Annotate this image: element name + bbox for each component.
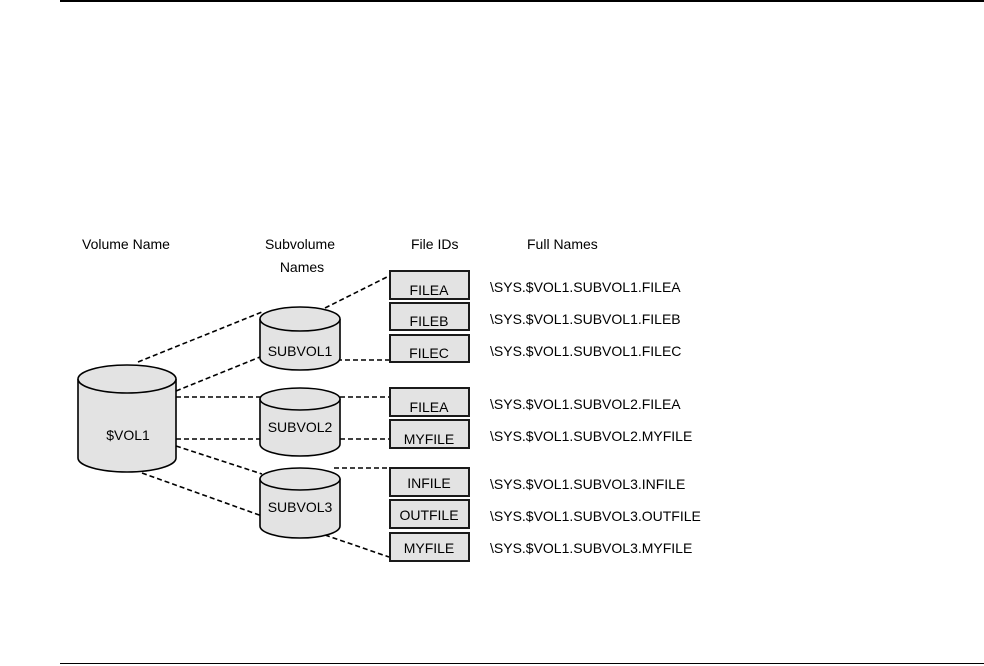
file-box: FILEA: [389, 270, 470, 300]
top-rule: [60, 0, 984, 2]
subvolume-cylinder-top: [259, 306, 341, 332]
connectors: [137, 275, 390, 558]
full-name: \SYS.$VOL1.SUBVOL1.FILEC: [490, 343, 681, 359]
file-box-rect: [389, 302, 470, 331]
full-name: \SYS.$VOL1.SUBVOL1.FILEA: [490, 279, 681, 295]
subvolume-name-label: SUBVOL1: [268, 343, 333, 359]
file-box: FILEB: [389, 302, 470, 331]
subvolume-cylinder-top: [259, 387, 341, 411]
header-file-ids: File IDs: [411, 236, 458, 252]
file-box-rect: [389, 499, 470, 529]
file-id-label: FILEB: [410, 313, 449, 329]
file-box: FILEC: [389, 334, 470, 363]
file-box: MYFILE: [389, 419, 470, 449]
full-name: \SYS.$VOL1.SUBVOL2.MYFILE: [490, 428, 692, 444]
file-id-label: FILEA: [410, 399, 450, 415]
full-name: \SYS.$VOL1.SUBVOL1.FILEB: [490, 311, 681, 327]
volume-cylinder-body: [77, 379, 177, 473]
subvolume-cylinder-body: [259, 319, 341, 371]
header-subvolume-names-line2: Names: [280, 259, 324, 275]
file-id-label: INFILE: [407, 475, 451, 491]
full-name: \SYS.$VOL1.SUBVOL2.FILEA: [490, 396, 681, 412]
volume-name-label: $VOL1: [106, 427, 150, 443]
file-box: OUTFILE: [389, 499, 470, 529]
connector-vol1-subvol3-bottom: [141, 472, 263, 517]
full-name: \SYS.$VOL1.SUBVOL3.INFILE: [490, 476, 685, 492]
file-id-label: FILEA: [410, 282, 450, 298]
file-box-rect: [389, 467, 470, 497]
header-volume-name: Volume Name: [82, 236, 170, 252]
file-box-rect: [389, 270, 470, 300]
connector-subvol1-filea: [324, 275, 390, 309]
file-box: INFILE: [389, 467, 470, 497]
file-id-label: FILEC: [409, 345, 449, 361]
file-box: FILEA: [389, 387, 470, 417]
subvolume-cylinder-3: SUBVOL3: [259, 467, 341, 539]
subvolume-cylinder-body: [259, 399, 341, 457]
file-box-rect: [389, 532, 470, 562]
subvolume-cylinder-1: SUBVOL1: [259, 306, 341, 371]
file-box-rect: [389, 387, 470, 417]
connector-subvol3-myfile: [324, 534, 390, 558]
file-box-rect: [389, 334, 470, 363]
connector-vol1-subvol3-top: [175, 445, 263, 475]
subvolume-cylinder-body: [259, 479, 341, 539]
subvolume-name-label: SUBVOL2: [268, 419, 333, 435]
file-id-label: MYFILE: [404, 431, 455, 447]
connector-vol1-subvol1-top: [137, 311, 263, 363]
bottom-rule: [60, 663, 984, 664]
file-id-label: MYFILE: [404, 540, 455, 556]
header-subvolume-names-line1: Subvolume: [265, 236, 335, 252]
full-name: \SYS.$VOL1.SUBVOL3.OUTFILE: [490, 508, 701, 524]
subvolume-name-label: SUBVOL3: [268, 499, 333, 515]
subvolume-cylinder-top: [259, 467, 341, 491]
full-name: \SYS.$VOL1.SUBVOL3.MYFILE: [490, 540, 692, 556]
file-box: MYFILE: [389, 532, 470, 562]
volume-cylinder-top: [77, 364, 177, 394]
full-names-list: \SYS.$VOL1.SUBVOL1.FILEA \SYS.$VOL1.SUBV…: [490, 279, 701, 556]
file-id-label: OUTFILE: [399, 507, 458, 523]
connector-vol1-subvol1-bottom: [175, 356, 261, 392]
volume-cylinder: $VOL1: [77, 364, 177, 473]
header-full-names: Full Names: [527, 236, 598, 252]
subvolume-cylinder-2: SUBVOL2: [259, 387, 341, 457]
file-box-rect: [389, 419, 470, 449]
